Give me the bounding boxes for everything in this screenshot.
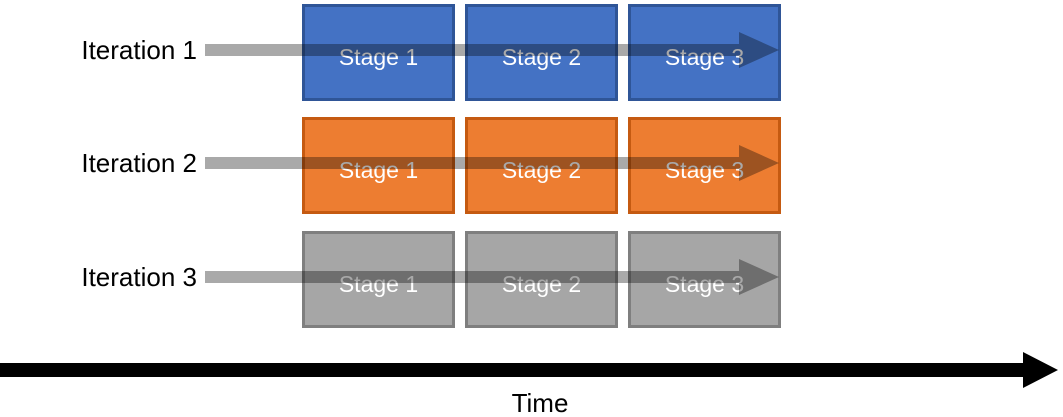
time-axis-arrow-shape [0, 352, 1058, 388]
flow-arrow-shape [205, 259, 779, 295]
flow-arrow [205, 32, 779, 68]
flow-arrow-shape [205, 32, 779, 68]
flow-arrow [205, 259, 779, 295]
time-axis-label: Time [511, 388, 569, 417]
iteration-row-1: Iteration 1 Stage 1 Stage 2 Stage 3 [0, 4, 1063, 101]
iteration-3-label: Iteration 3 [81, 261, 197, 292]
iteration-1-label: Iteration 1 [81, 34, 197, 65]
time-axis-arrow [0, 352, 1058, 388]
iteration-row-2: Iteration 2 Stage 1 Stage 2 Stage 3 [0, 117, 1063, 214]
iteration-row-3: Iteration 3 Stage 1 Stage 2 Stage 3 [0, 231, 1063, 328]
iteration-2-label: Iteration 2 [81, 147, 197, 178]
flow-arrow [205, 145, 779, 181]
flow-arrow-shape [205, 145, 779, 181]
